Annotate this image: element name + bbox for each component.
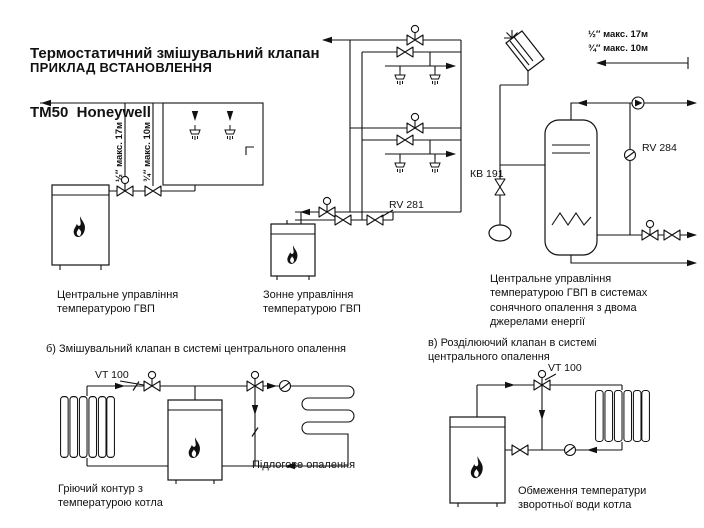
diagram-solar-system: ½″ макс. 17м ¾″ макс. 10м КВ 191 RV 284 [470, 29, 697, 267]
shower-icon [429, 157, 441, 174]
shutoff-valve-icon [663, 229, 681, 241]
label-leader [380, 209, 394, 218]
section-heading-example: ПРИКЛАД ВСТАНОВЛЕННЯ [30, 60, 213, 75]
check-valve-icon [278, 379, 292, 393]
pipes [40, 102, 196, 192]
arrow-icon [687, 99, 697, 107]
arrow-icon [596, 59, 606, 67]
reducing-valve-icon [366, 214, 384, 226]
pipe-note-half-inch: ½″ макс. 17м [588, 29, 648, 40]
tap-icon [245, 146, 254, 155]
arrow-icon [322, 36, 332, 44]
diagram-diverting-central-heating: VT 100 [449, 362, 650, 507]
shower-icon [224, 124, 236, 141]
label-vt100: VT 100 [548, 362, 582, 374]
floor-heating-coil [301, 385, 355, 466]
caption-scene3: Центральне управління температурою ГВП в… [490, 273, 648, 328]
caption-floor-heating: Підлогове опалення [252, 459, 356, 471]
thermostatic-valve-icon [319, 197, 335, 217]
shower-icon [394, 69, 406, 86]
expansion-vessel [488, 224, 512, 242]
arrow-icon [446, 150, 456, 158]
diagram-dhw-central: ½″ макс. 17м ¾″ макс. 10м [40, 99, 264, 270]
arrow-icon [226, 111, 234, 121]
boiler [51, 184, 110, 270]
distance-arrow [596, 57, 689, 69]
diagram-mixing-central-heating: VT 100 [60, 369, 355, 484]
thermostatic-valve-icon [144, 371, 160, 391]
arrow-icon [687, 231, 697, 239]
boiler [449, 416, 506, 507]
page-title: Термостатичний змішувальний клапан ТМ50 … [30, 5, 320, 142]
diagram-dhw-zones: RV 281 [270, 8, 462, 280]
consumer-room-frame [162, 102, 264, 186]
label-kv191: КВ 191 [470, 168, 504, 180]
pipe-note-half-inch: ½″ макс. 17м [114, 122, 125, 182]
shutoff-valve-icon [334, 214, 352, 226]
arrow-icon [191, 111, 199, 121]
radiator [595, 390, 650, 442]
safety-valve-icon [494, 178, 506, 196]
label-vt100: VT 100 [95, 369, 129, 381]
caption-scene1: Центральне управління температурою ГВП [57, 289, 179, 316]
boiler [167, 386, 223, 484]
radiator [60, 396, 115, 458]
thermostatic-valve-icon [407, 25, 423, 45]
title-line-2: ТМ50 Honeywell [30, 103, 151, 121]
caption-scene5: Обмеження температури зворотньої води ко… [518, 485, 647, 512]
caption-scene2: Зонне управління температурою ГВП [263, 289, 361, 316]
storage-tank [544, 119, 598, 256]
arrow-icon [115, 382, 125, 390]
label-leader [544, 373, 557, 381]
thermostatic-valve-icon [642, 220, 658, 240]
label-rv281: RV 281 [389, 199, 424, 211]
pipes [286, 39, 462, 224]
boiler [270, 223, 316, 280]
arrow-icon [251, 405, 259, 415]
pump-icon [631, 96, 645, 110]
title-line-1: Термостатичний змішувальний клапан [30, 45, 320, 62]
thermostatic-valve-icon [407, 113, 423, 133]
arrow-icon [41, 99, 51, 107]
shutoff-valve-icon [511, 444, 529, 456]
check-valve-icon [623, 148, 637, 162]
pipe-note-three-quarter-inch: ¾″ макс. 10м [142, 122, 153, 182]
pipe-note-three-quarter-inch: ¾″ макс. 10м [588, 43, 648, 54]
shutoff-valve-icon [144, 185, 162, 197]
shower-icon [429, 69, 441, 86]
arrow-icon [577, 99, 587, 107]
arrow-icon [267, 382, 277, 390]
arrow-icon [687, 259, 697, 267]
label-rv284: RV 284 [642, 142, 677, 154]
shutoff-valve-icon [396, 46, 414, 58]
arrow-icon [538, 410, 546, 420]
shower-icon [394, 157, 406, 174]
arrow-icon [446, 62, 456, 70]
section-label-b: б) Змішувальний клапан в системі централ… [46, 343, 346, 355]
shutoff-valve-icon [396, 134, 414, 146]
arrow-icon [587, 446, 597, 454]
label-leader [119, 380, 145, 386]
section-label-v: в) Розділюючий клапан в системі централь… [428, 337, 597, 364]
caption-scene4: Гріючий контур з температурою котла [58, 483, 163, 510]
shower-icon [189, 124, 201, 141]
check-valve-icon [563, 443, 577, 457]
arrow-icon [505, 381, 515, 389]
